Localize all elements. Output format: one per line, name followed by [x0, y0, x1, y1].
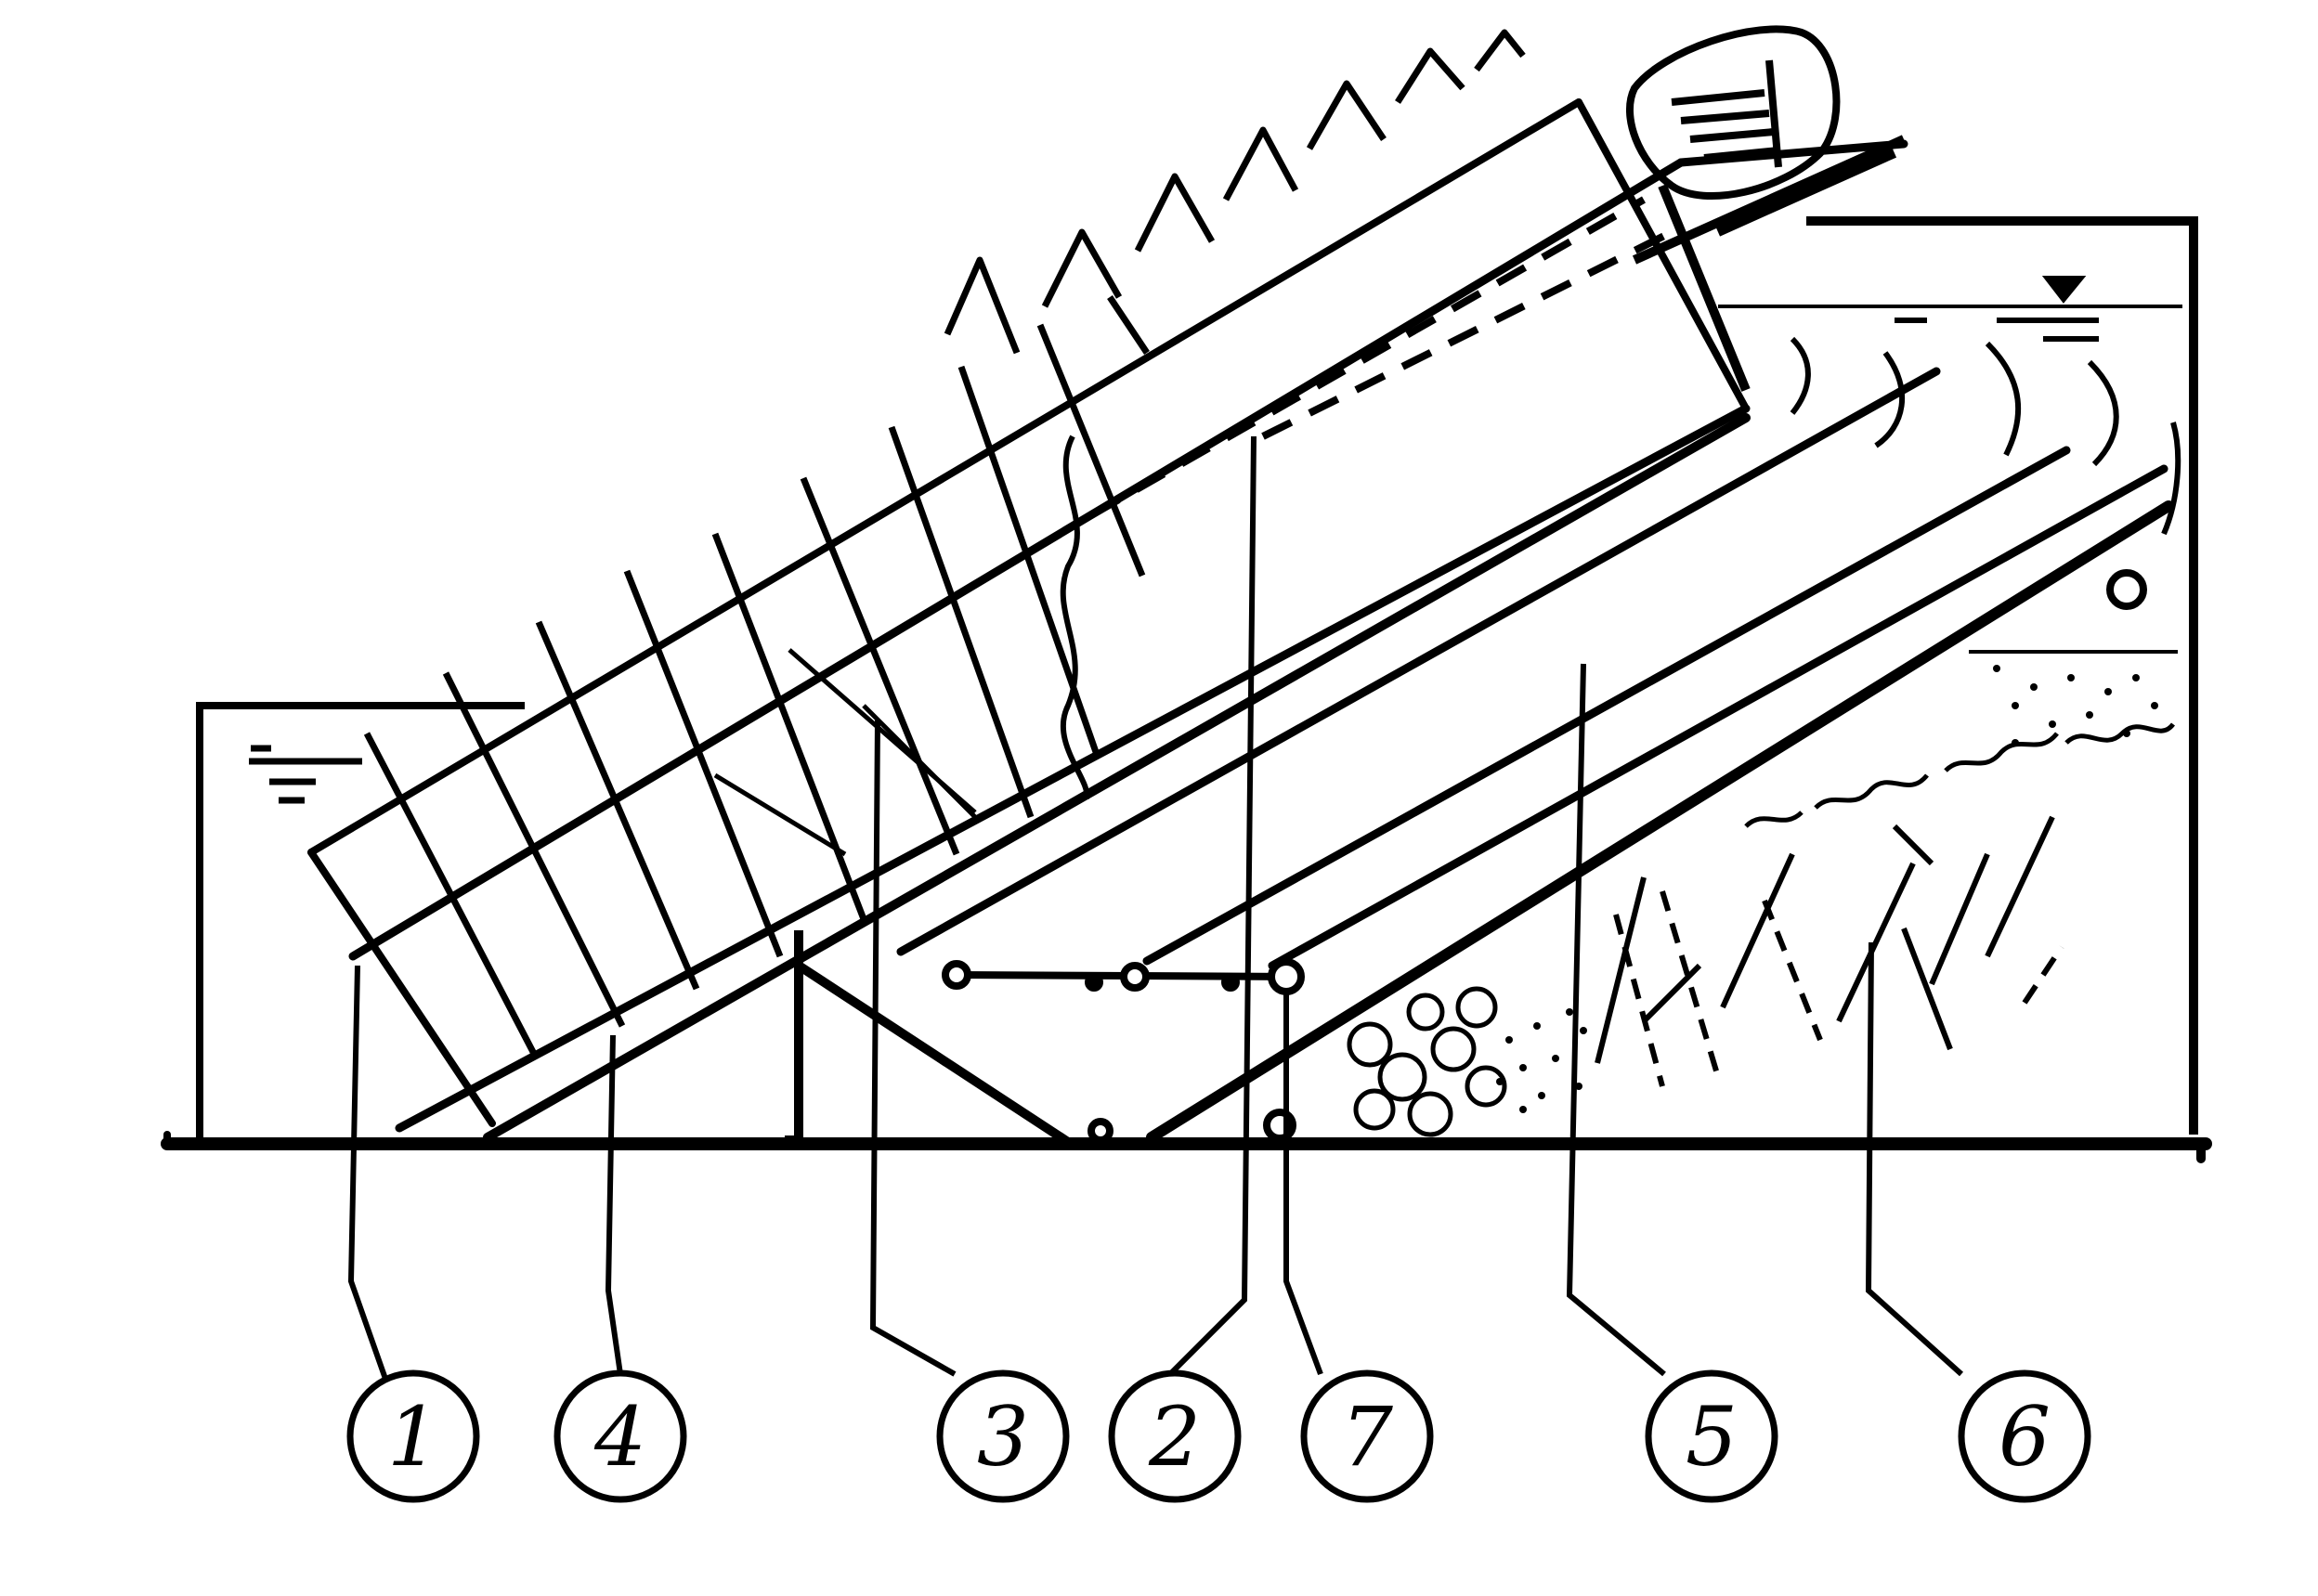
drive-motor — [1626, 25, 1841, 200]
support-frame — [785, 930, 1071, 1147]
callout-2: 2 — [1108, 1369, 1242, 1503]
inclined-trough — [483, 367, 2174, 1143]
water-level-marker-right — [1718, 276, 2182, 342]
callout-1: 1 — [346, 1369, 480, 1503]
sand-layer — [1496, 665, 2158, 1113]
callout-label-3: 3 — [977, 1389, 1029, 1485]
screw-flight-tips — [944, 29, 1526, 355]
ground-line — [161, 1131, 2212, 1163]
callout-label-5: 5 — [1686, 1389, 1738, 1485]
filter-bed-upper — [1744, 650, 2178, 828]
inlet-tank — [196, 702, 525, 1144]
outlet-tank — [1806, 216, 2198, 1135]
callout-label-7: 7 — [1341, 1389, 1393, 1485]
leader-lines — [347, 435, 1964, 1380]
callout-4: 4 — [553, 1369, 687, 1503]
callout-label-6: 6 — [1999, 1389, 2051, 1485]
callout-label-4: 4 — [593, 1389, 646, 1485]
gravel-layer — [1347, 986, 1507, 1137]
flow-arrows — [1790, 336, 2181, 536]
callout-3: 3 — [936, 1369, 1070, 1503]
screw-housing — [307, 98, 1908, 1133]
callout-label-2: 2 — [1148, 1389, 1201, 1485]
sludge-level-dashed — [1089, 196, 1673, 519]
filter-media-strokes — [1595, 815, 2064, 1087]
sludge-scraper-linkage — [942, 569, 2147, 1144]
sludge-wave — [1060, 435, 1090, 799]
drive-support — [1632, 135, 1907, 392]
callout-6: 6 — [1958, 1369, 2091, 1503]
callout-5: 5 — [1645, 1369, 1778, 1503]
water-level-marker-left — [249, 745, 362, 804]
screw-flights — [363, 295, 1150, 1056]
callout-7: 7 — [1300, 1369, 1434, 1503]
blade-hatching — [713, 648, 977, 857]
callout-label-1: 1 — [387, 1389, 439, 1485]
